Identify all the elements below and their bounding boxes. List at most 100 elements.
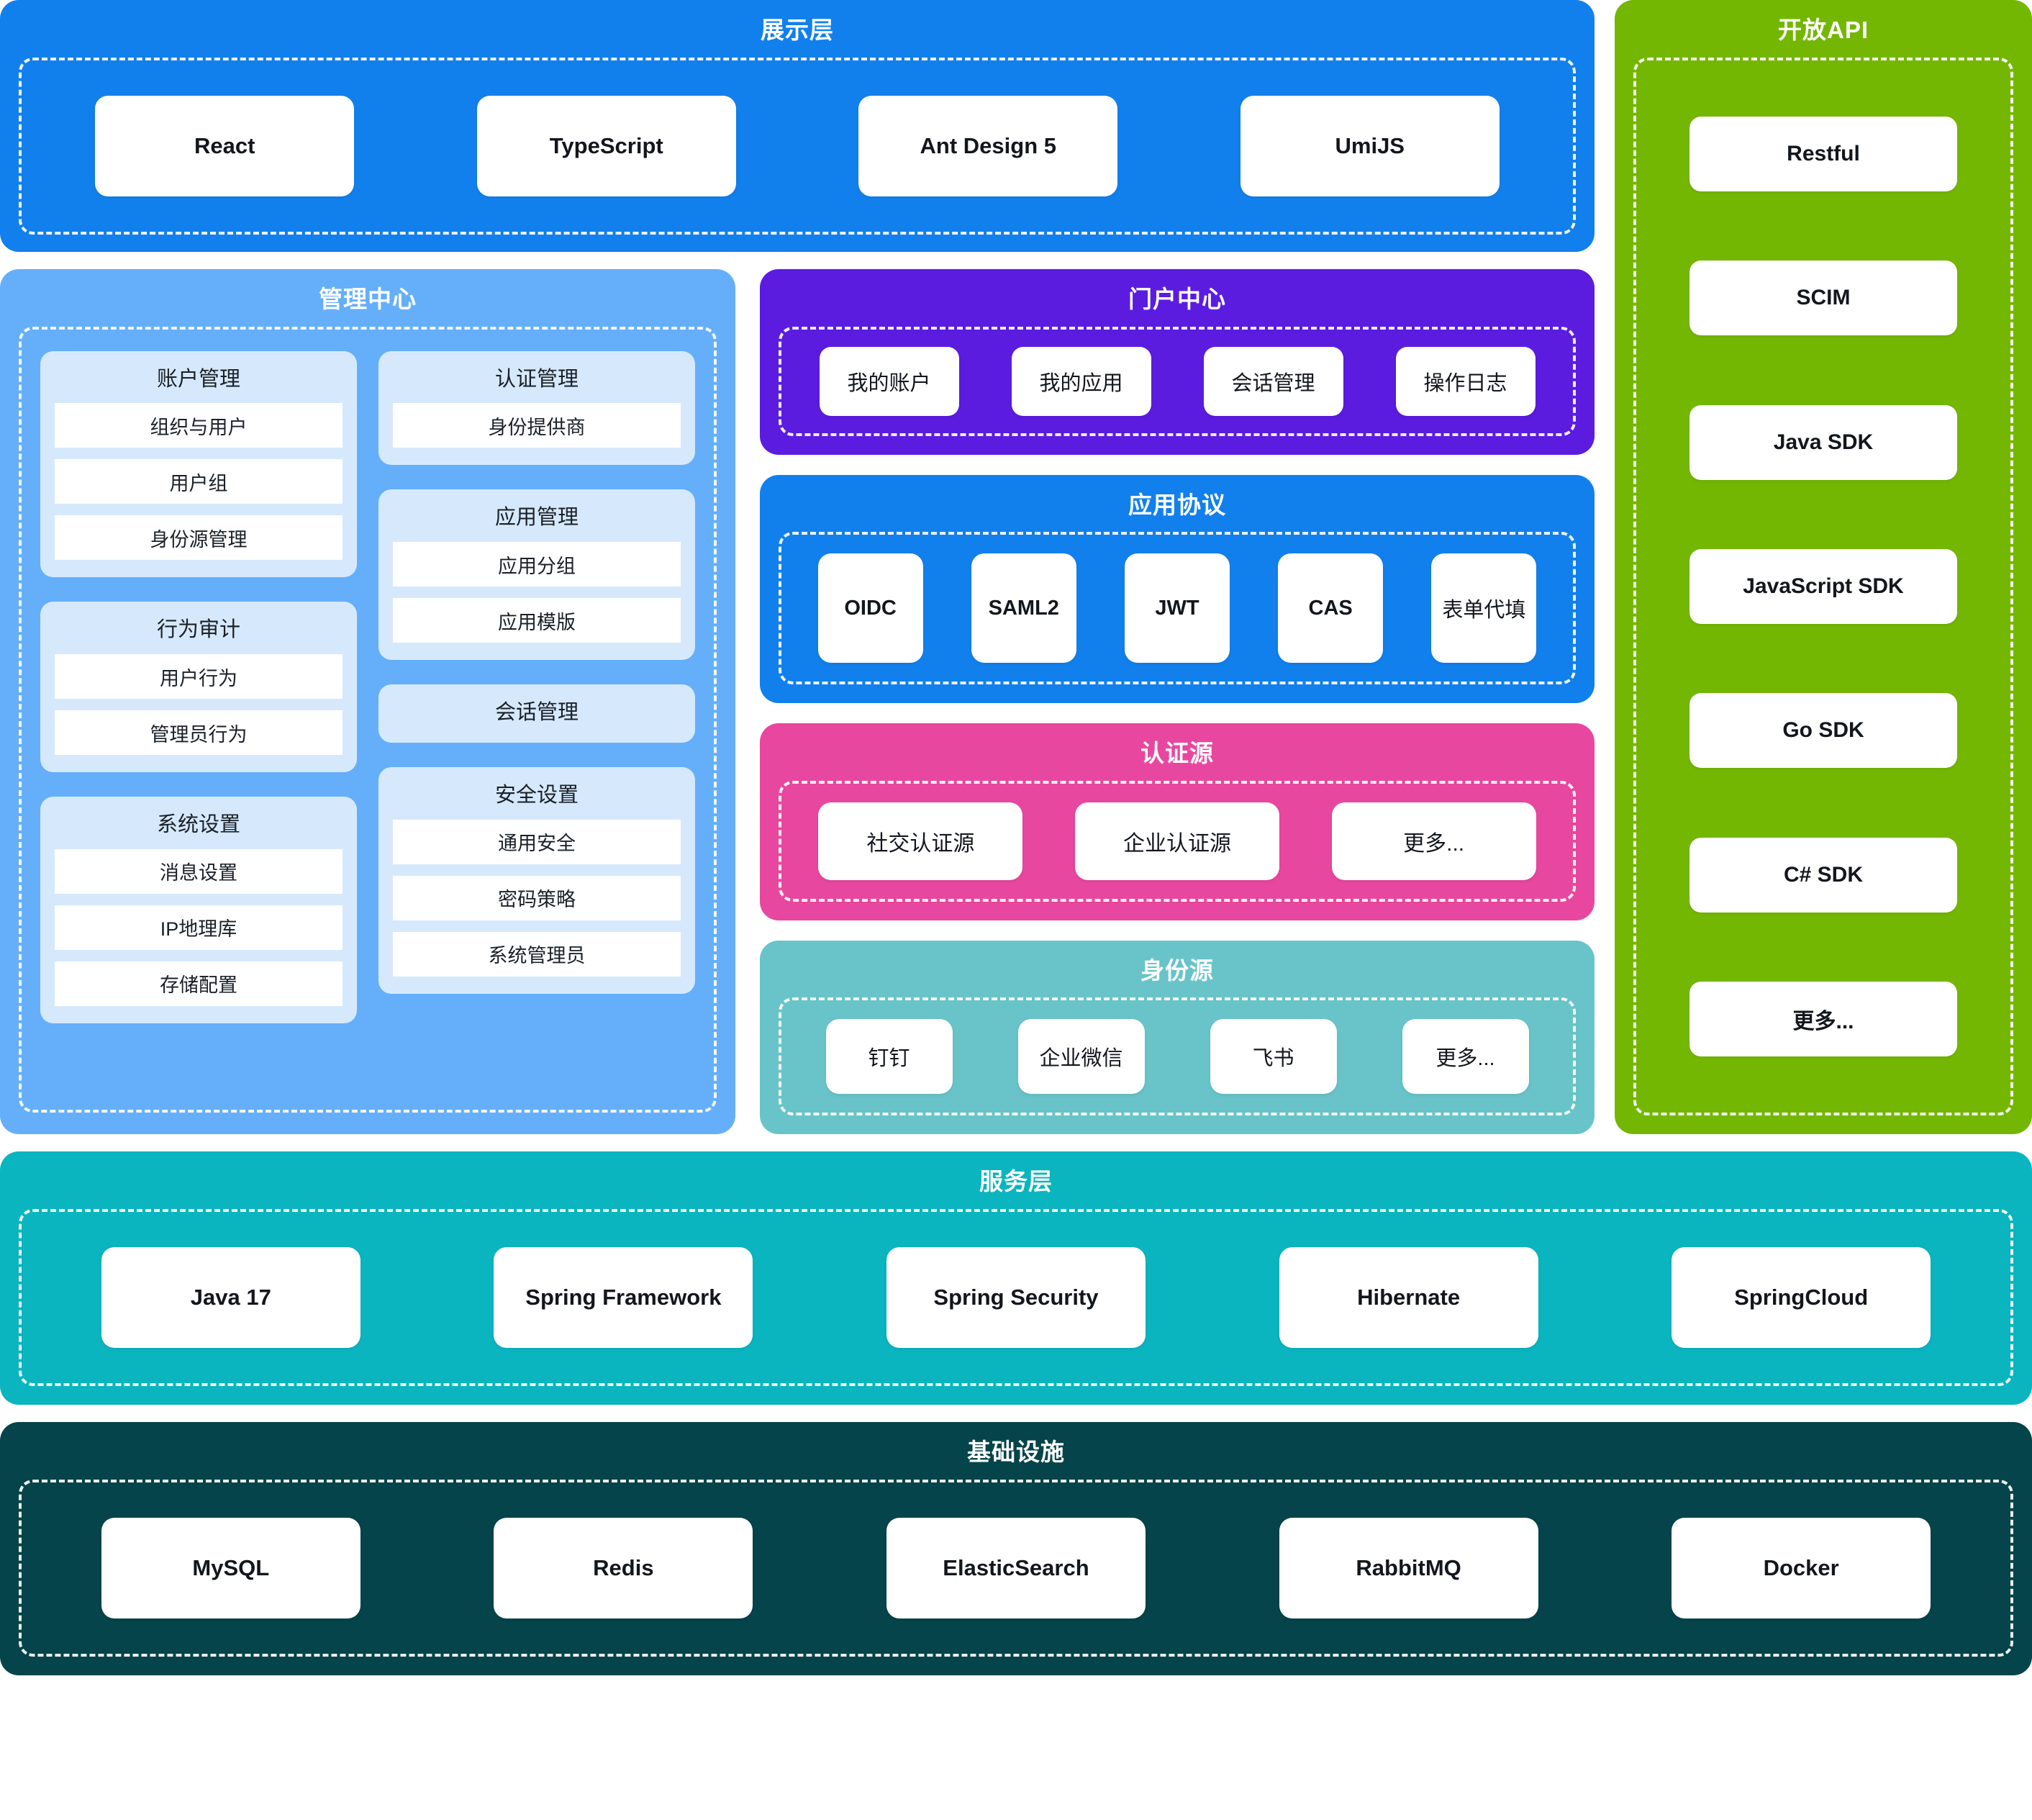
service-layer-inner: Java 17 Spring Framework Spring Security… (19, 1208, 2013, 1386)
infra-item-redis[interactable]: Redis (494, 1517, 753, 1618)
open-api-item-scim[interactable]: SCIM (1689, 261, 1957, 336)
card-title: 安全设置 (494, 783, 579, 807)
card-system-settings[interactable]: 系统设置 消息设置 IP地理库 存储配置 (40, 797, 357, 1023)
infra-item-mysql[interactable]: MySQL (101, 1517, 360, 1618)
management-right-column: 认证管理 身份提供商 应用管理 应用分组 应用模版 会话管理 (378, 350, 695, 1088)
item-password-policy[interactable]: 密码策略 (393, 875, 681, 920)
auth-source-items: 社交认证源 企业认证源 更多... (800, 802, 1554, 880)
infra-item-docker[interactable]: Docker (1672, 1517, 1931, 1618)
portal-item-session-management[interactable]: 会话管理 (1203, 346, 1343, 416)
management-left-column: 账户管理 组织与用户 用户组 身份源管理 行为审计 用户行为 管理员行为 (40, 350, 357, 1088)
presentation-layer-title: 展示层 (761, 17, 834, 43)
card-title: 账户管理 (156, 367, 240, 391)
service-layer-title: 服务层 (979, 1168, 1053, 1195)
open-api-layer: 开放API Restful SCIM Java SDK JavaScript S… (1615, 0, 2032, 1135)
open-api-inner: Restful SCIM Java SDK JavaScript SDK Go … (1633, 57, 2013, 1116)
card-title: 会话管理 (494, 701, 579, 725)
auth-source-item-enterprise[interactable]: 企业认证源 (1074, 802, 1279, 880)
identity-source-item-dingtalk[interactable]: 钉钉 (825, 1019, 953, 1095)
tech-card-ant-design[interactable]: Ant Design 5 (858, 95, 1118, 196)
service-layer-items: Java 17 Spring Framework Spring Security… (43, 1246, 1989, 1348)
card-auth-management[interactable]: 认证管理 身份提供商 (378, 350, 695, 466)
card-application-management[interactable]: 应用管理 应用分组 应用模版 (378, 489, 695, 661)
item-storage-config[interactable]: 存储配置 (55, 961, 343, 1006)
management-center-layer: 管理中心 账户管理 组织与用户 用户组 身份源管理 (0, 269, 735, 1135)
item-org-and-users[interactable]: 组织与用户 (55, 403, 343, 448)
portal-center-layer: 门户中心 我的账户 我的应用 会话管理 操作日志 (760, 269, 1595, 455)
card-account-management[interactable]: 账户管理 组织与用户 用户组 身份源管理 (40, 350, 357, 578)
open-api-item-javascript-sdk[interactable]: JavaScript SDK (1689, 548, 1957, 624)
app-protocol-items: OIDC SAML2 JWT CAS 表单代填 (800, 553, 1554, 664)
item-identity-source-management[interactable]: 身份源管理 (55, 515, 343, 561)
service-item-java17[interactable]: Java 17 (101, 1246, 360, 1348)
service-layer: 服务层 Java 17 Spring Framework Spring Secu… (0, 1151, 2032, 1405)
auth-source-title: 认证源 (1140, 740, 1214, 767)
auth-source-item-more[interactable]: 更多... (1331, 802, 1536, 880)
protocol-item-cas[interactable]: CAS (1278, 553, 1384, 664)
presentation-layer: 展示层 React TypeScript Ant Design 5 UmiJS (0, 0, 1595, 252)
portal-center-title: 门户中心 (1128, 286, 1226, 312)
item-application-group[interactable]: 应用分组 (393, 542, 681, 587)
protocol-item-jwt[interactable]: JWT (1124, 553, 1230, 664)
open-api-item-more[interactable]: 更多... (1689, 982, 1957, 1057)
tech-card-umijs[interactable]: UmiJS (1240, 95, 1500, 196)
app-protocol-layer: 应用协议 OIDC SAML2 JWT CAS 表单代填 (760, 474, 1595, 704)
identity-source-item-feishu[interactable]: 飞书 (1210, 1019, 1337, 1095)
tech-card-typescript[interactable]: TypeScript (476, 95, 736, 196)
identity-source-item-wecom[interactable]: 企业微信 (1017, 1019, 1145, 1095)
identity-source-item-more[interactable]: 更多... (1402, 1019, 1529, 1095)
service-item-spring-security[interactable]: Spring Security (886, 1246, 1146, 1348)
service-item-hibernate[interactable]: Hibernate (1279, 1246, 1538, 1348)
app-protocol-title: 应用协议 (1128, 491, 1226, 518)
app-protocol-inner: OIDC SAML2 JWT CAS 表单代填 (779, 532, 1576, 685)
middle-region: 管理中心 账户管理 组织与用户 用户组 身份源管理 (0, 269, 1595, 1135)
upper-region: 展示层 React TypeScript Ant Design 5 UmiJS … (0, 0, 2032, 1135)
item-message-settings[interactable]: 消息设置 (55, 848, 343, 894)
item-user-behavior[interactable]: 用户行为 (55, 654, 343, 700)
center-stack: 门户中心 我的账户 我的应用 会话管理 操作日志 应用协议 (760, 269, 1595, 1135)
portal-item-my-applications[interactable]: 我的应用 (1011, 346, 1151, 416)
service-item-springcloud[interactable]: SpringCloud (1672, 1246, 1931, 1348)
protocol-item-oidc[interactable]: OIDC (817, 553, 923, 664)
protocol-item-form-filling[interactable]: 表单代填 (1431, 553, 1537, 664)
management-center-title: 管理中心 (319, 286, 417, 312)
card-security-settings[interactable]: 安全设置 通用安全 密码策略 系统管理员 (378, 766, 695, 994)
identity-source-title: 身份源 (1140, 956, 1214, 984)
portal-item-operation-log[interactable]: 操作日志 (1395, 346, 1536, 416)
infra-item-elasticsearch[interactable]: ElasticSearch (886, 1517, 1146, 1618)
item-ip-geo-library[interactable]: IP地理库 (55, 905, 343, 950)
management-center-grid: 账户管理 组织与用户 用户组 身份源管理 行为审计 用户行为 管理员行为 (40, 350, 695, 1088)
portal-item-my-account[interactable]: 我的账户 (819, 346, 959, 416)
card-title: 认证管理 (494, 367, 579, 391)
auth-source-inner: 社交认证源 企业认证源 更多... (779, 780, 1576, 902)
infrastructure-items: MySQL Redis ElasticSearch RabbitMQ Docke… (43, 1517, 1989, 1618)
tech-card-react[interactable]: React (95, 95, 355, 196)
card-session-management[interactable]: 会话管理 (378, 684, 695, 743)
item-user-group[interactable]: 用户组 (55, 459, 343, 504)
left-and-center-region: 展示层 React TypeScript Ant Design 5 UmiJS … (0, 0, 1595, 1135)
open-api-item-go-sdk[interactable]: Go SDK (1689, 693, 1957, 769)
portal-center-inner: 我的账户 我的应用 会话管理 操作日志 (779, 326, 1576, 436)
auth-source-item-social[interactable]: 社交认证源 (818, 802, 1023, 880)
card-behavior-audit[interactable]: 行为审计 用户行为 管理员行为 (40, 602, 357, 773)
presentation-items: React TypeScript Ant Design 5 UmiJS (43, 95, 1551, 196)
service-item-spring-framework[interactable]: Spring Framework (494, 1246, 753, 1348)
presentation-layer-inner: React TypeScript Ant Design 5 UmiJS (19, 57, 1576, 235)
item-application-template[interactable]: 应用模版 (393, 598, 681, 643)
open-api-item-restful[interactable]: Restful (1689, 116, 1957, 191)
protocol-item-saml2[interactable]: SAML2 (971, 553, 1076, 664)
open-api-item-java-sdk[interactable]: Java SDK (1689, 404, 1957, 480)
item-admin-behavior[interactable]: 管理员行为 (55, 710, 343, 756)
management-center-inner: 账户管理 组织与用户 用户组 身份源管理 行为审计 用户行为 管理员行为 (19, 326, 717, 1113)
auth-source-layer: 认证源 社交认证源 企业认证源 更多... (760, 723, 1595, 920)
open-api-item-csharp-sdk[interactable]: C# SDK (1689, 837, 1957, 913)
infrastructure-title: 基础设施 (967, 1438, 1065, 1465)
item-general-security[interactable]: 通用安全 (393, 819, 681, 864)
infra-item-rabbitmq[interactable]: RabbitMQ (1279, 1517, 1538, 1618)
identity-source-layer: 身份源 钉钉 企业微信 飞书 更多... (760, 940, 1595, 1135)
item-system-administrator[interactable]: 系统管理员 (393, 931, 681, 977)
card-title: 应用管理 (494, 506, 579, 530)
identity-source-inner: 钉钉 企业微信 飞书 更多... (779, 997, 1576, 1116)
item-identity-provider[interactable]: 身份提供商 (393, 403, 681, 448)
